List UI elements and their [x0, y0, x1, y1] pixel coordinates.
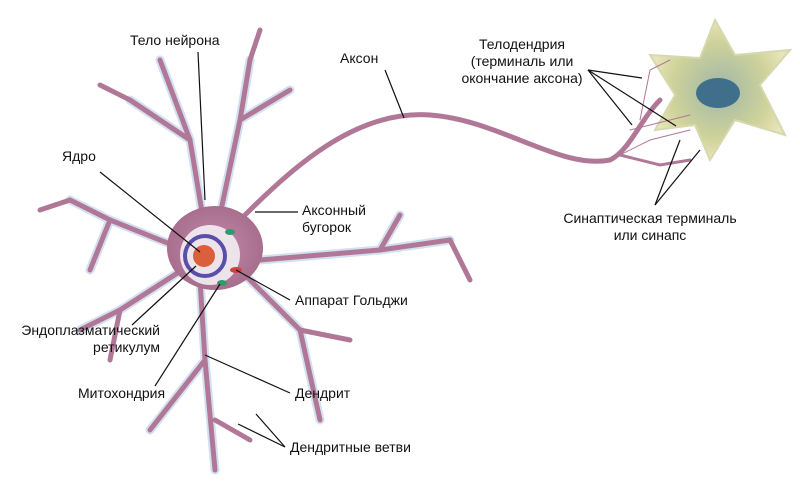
label-axon-hillock: Аксонный бугорок	[302, 202, 366, 236]
label-line: (терминаль или	[470, 53, 574, 69]
label-nucleus: Ядро	[62, 148, 96, 164]
mitochondrion	[217, 280, 227, 286]
label-axon: Аксон	[340, 50, 379, 66]
endoplasmic-reticulum	[183, 234, 227, 278]
label-line: или синапс	[613, 227, 687, 243]
target-cell	[648, 17, 793, 163]
label-telodendria: Телодендрия (терминаль или окончание акс…	[452, 36, 592, 87]
label-line: окончание аксона)	[461, 70, 583, 86]
label-synaptic-terminal: Синаптическая терминаль или синапс	[545, 210, 755, 244]
cell-body	[167, 206, 263, 290]
target-nucleus	[696, 78, 740, 108]
axon	[242, 59, 692, 218]
label-dendrite: Дендрит	[295, 385, 351, 401]
label-dendrite-branches: Дендритные ветви	[290, 439, 411, 455]
label-cell-body: Тело нейрона	[130, 32, 220, 48]
label-er: Эндоплазматический ретикулум	[2, 322, 160, 356]
label-line: бугорок	[302, 219, 351, 235]
dendrites	[37, 27, 473, 475]
label-mitochondrion: Митохондрия	[78, 385, 166, 401]
label-line: Аксонный	[302, 202, 366, 218]
label-line: Эндоплазматический	[21, 322, 160, 338]
leader-lines	[99, 51, 701, 448]
label-golgi: Аппарат Гольджи	[295, 292, 408, 308]
label-line: ретикулум	[93, 339, 160, 355]
label-line: Синаптическая терминаль	[563, 210, 737, 226]
label-line: Телодендрия	[479, 36, 565, 52]
